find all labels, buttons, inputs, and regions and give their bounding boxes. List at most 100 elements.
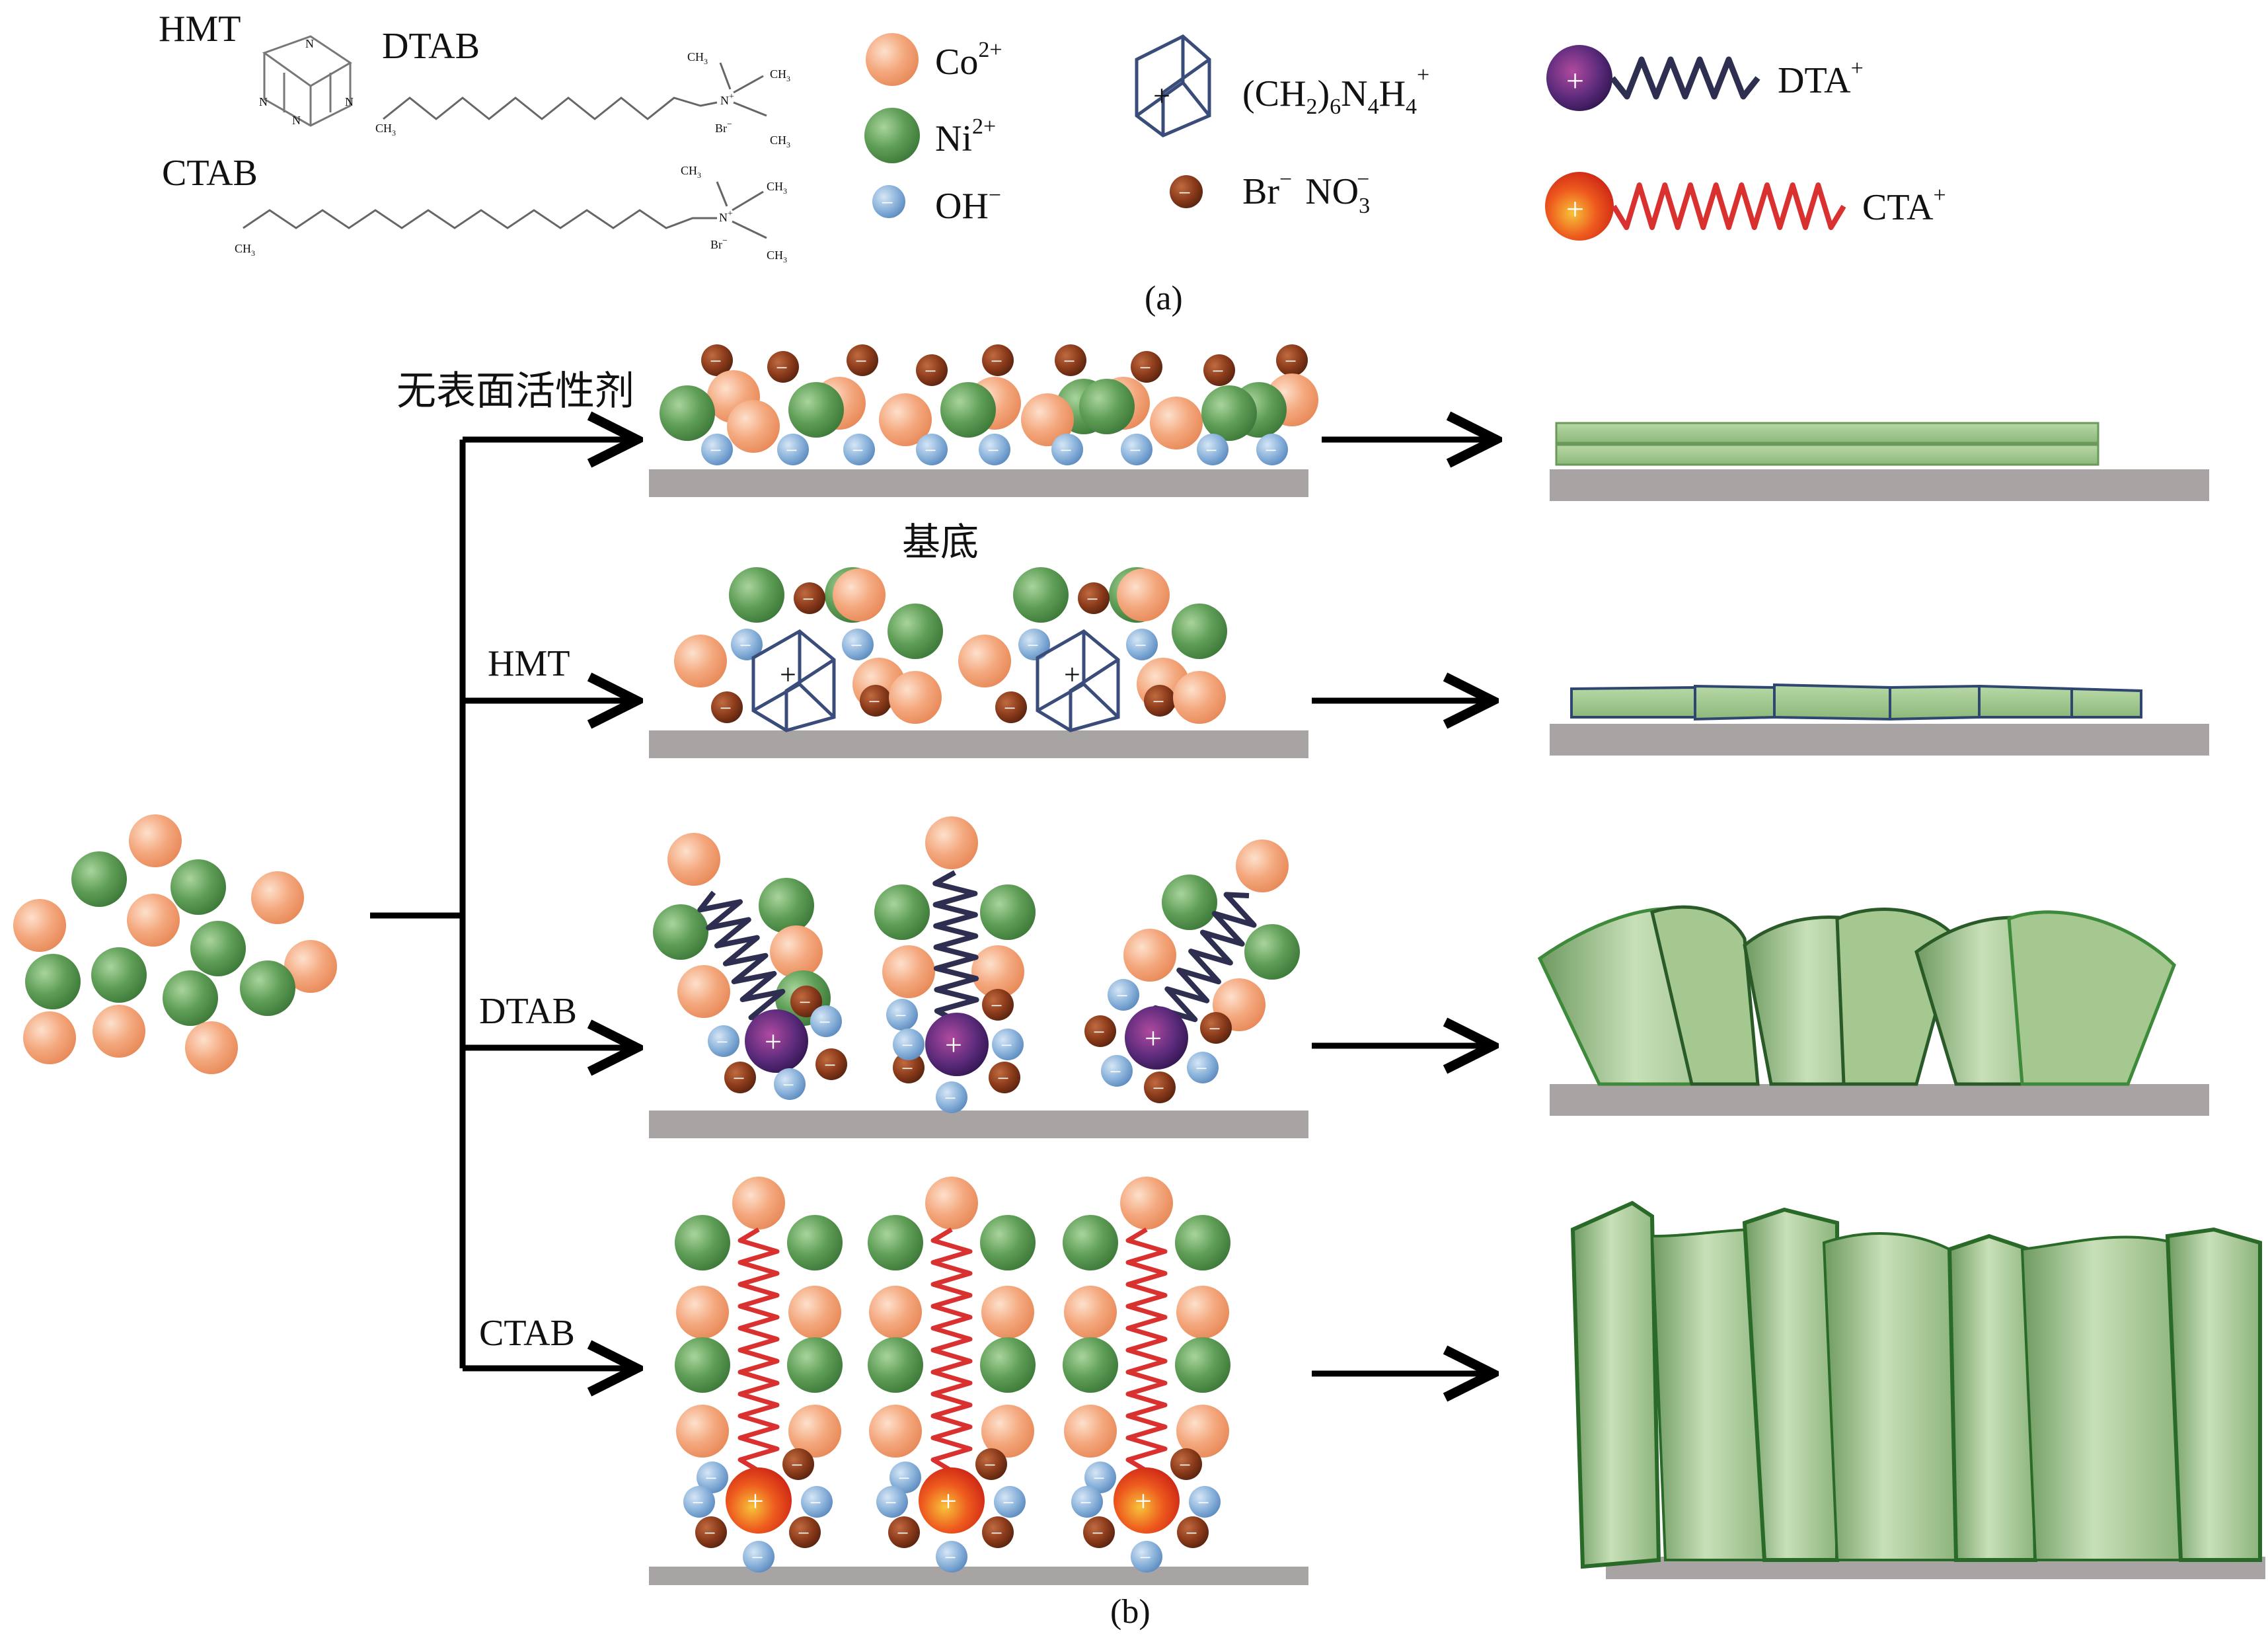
minus-sign: − xyxy=(1209,1017,1221,1040)
ctab-ch3-tail: CH3 xyxy=(235,242,255,258)
co-ion-sphere xyxy=(925,1177,978,1229)
anion-sphere xyxy=(916,354,948,386)
co-ion-sphere xyxy=(667,833,720,886)
anion-sphere xyxy=(1131,351,1162,383)
oh-ion-sphere xyxy=(979,434,1010,465)
anion-sphere xyxy=(711,691,743,723)
co-ion-sphere xyxy=(13,899,66,952)
anion-sphere xyxy=(847,344,878,376)
co-ion-sphere xyxy=(1150,397,1203,449)
legend-cta-sphere xyxy=(1545,172,1614,241)
oh-ion-sphere xyxy=(1121,434,1153,465)
minus-sign: − xyxy=(810,1491,821,1514)
minus-sign: − xyxy=(799,990,811,1014)
minus-sign: − xyxy=(901,1033,913,1057)
minus-sign: − xyxy=(1093,1466,1105,1490)
oh-ion-sphere xyxy=(743,1541,775,1573)
dtab-br: Br− xyxy=(715,120,732,135)
cta-head-sphere xyxy=(1114,1467,1180,1534)
oh-ion-sphere xyxy=(992,1029,1024,1060)
minus-sign: − xyxy=(991,1521,1002,1545)
anion-sphere xyxy=(701,344,733,376)
legend-panel: HMT N N N N DTAB CH3 N+ CH3 CH3 CH3 Br− … xyxy=(159,9,1946,264)
minus-sign: − xyxy=(1265,438,1277,462)
ni-ion-sphere xyxy=(729,567,784,623)
minus-sign: − xyxy=(925,438,936,462)
minus-sign: − xyxy=(1063,349,1075,373)
minus-sign: − xyxy=(925,359,936,383)
substrate-row2 xyxy=(649,730,1308,758)
dta-spring xyxy=(932,870,979,1024)
anion-sphere xyxy=(1055,344,1086,376)
product-wavy-film xyxy=(1550,683,2209,756)
minus-sign: − xyxy=(1195,1056,1207,1080)
ni-ion-sphere xyxy=(675,1215,730,1270)
legend-br-sphere xyxy=(1170,175,1203,208)
legend-dta-plus: + xyxy=(1566,63,1584,98)
minus-sign: − xyxy=(852,438,864,462)
ni-ion-sphere xyxy=(1063,1337,1118,1393)
legend-hmt-cage-icon xyxy=(1135,34,1211,137)
co-ion-sphere xyxy=(1064,1405,1117,1458)
anion-sphere xyxy=(1276,344,1308,376)
minus-sign: − xyxy=(885,1491,897,1514)
minus-sign: − xyxy=(1002,1491,1014,1514)
legend-dta-label: DTA+ xyxy=(1778,56,1864,101)
row-hmt-ions: −−−−−−−−−− xyxy=(674,567,1227,724)
co-ion-sphere xyxy=(981,1286,1034,1339)
row-ctab-ions: +−−−−−−−+−−−−−−−+−−−−−−− xyxy=(675,1177,1230,1573)
co-ion-sphere xyxy=(958,635,1011,687)
ni-ion-sphere xyxy=(787,1337,843,1393)
dtab-ch3-tail: CH3 xyxy=(375,122,396,137)
co-ion-sphere xyxy=(1117,568,1170,621)
anion-sphere xyxy=(995,691,1027,723)
legend-cta-label: CTA+ xyxy=(1862,183,1946,228)
oh-ion-sphere xyxy=(697,1462,728,1493)
co-ion-sphere xyxy=(770,925,823,978)
minus-sign: − xyxy=(1153,689,1164,713)
co-ion-sphere xyxy=(732,1177,785,1229)
legend-co-sphere xyxy=(866,33,919,86)
legend-br-no3-label: Br−NO3− xyxy=(1242,167,1370,218)
minus-sign: − xyxy=(716,1030,728,1054)
co-ion-sphere xyxy=(869,1405,922,1458)
dta-head-sphere xyxy=(925,1013,989,1076)
minus-sign: − xyxy=(704,1521,716,1545)
co-ion-sphere xyxy=(833,568,886,621)
row-no-surfactant-ions: −−−−−−−−−−−−−−−−−− xyxy=(660,344,1318,465)
ni-ion-sphere xyxy=(980,1337,1036,1393)
oh-ion-sphere xyxy=(801,1486,833,1518)
ni-ion-sphere xyxy=(163,970,218,1026)
dta-head-sphere xyxy=(1125,1006,1188,1070)
anion-sphere xyxy=(1203,354,1235,386)
plus-sign: + xyxy=(945,1028,962,1062)
anion-sphere xyxy=(982,344,1014,376)
minus-sign: − xyxy=(1129,438,1141,462)
co-ion-sphere xyxy=(879,393,932,446)
dtab-ch3-top: CH3 xyxy=(687,50,708,66)
oh-ion-sphere xyxy=(1256,434,1288,465)
legend-cta-spring xyxy=(1611,182,1846,230)
cta-head-sphere xyxy=(726,1467,792,1534)
ni-ion-sphere xyxy=(1063,1215,1118,1270)
row-label-dtab: DTAB xyxy=(479,991,577,1032)
legend-ni-label: Ni2+ xyxy=(935,114,996,159)
co-ion-sphere xyxy=(185,1021,238,1074)
minus-sign: − xyxy=(1092,1521,1104,1545)
co-ion-sphere xyxy=(971,945,1024,998)
row-label-no-surfactant: 无表面活性剂 xyxy=(397,368,634,414)
dtab-alkyl-chain xyxy=(383,97,718,120)
anion-sphere xyxy=(794,582,825,614)
ni-ion-sphere xyxy=(71,851,127,907)
caption-b: (b) xyxy=(1110,1593,1151,1631)
dta-spring xyxy=(697,890,786,1021)
oh-ion-sphere xyxy=(1189,1486,1221,1518)
oh-ion-sphere xyxy=(731,629,763,660)
dta-head-sphere xyxy=(745,1009,808,1073)
anion-sphere xyxy=(1144,1072,1176,1103)
co-ion-sphere xyxy=(925,816,978,869)
minus-sign: − xyxy=(705,1466,717,1490)
ni-ion-sphere xyxy=(787,1215,843,1270)
co-ion-sphere xyxy=(93,1005,145,1058)
